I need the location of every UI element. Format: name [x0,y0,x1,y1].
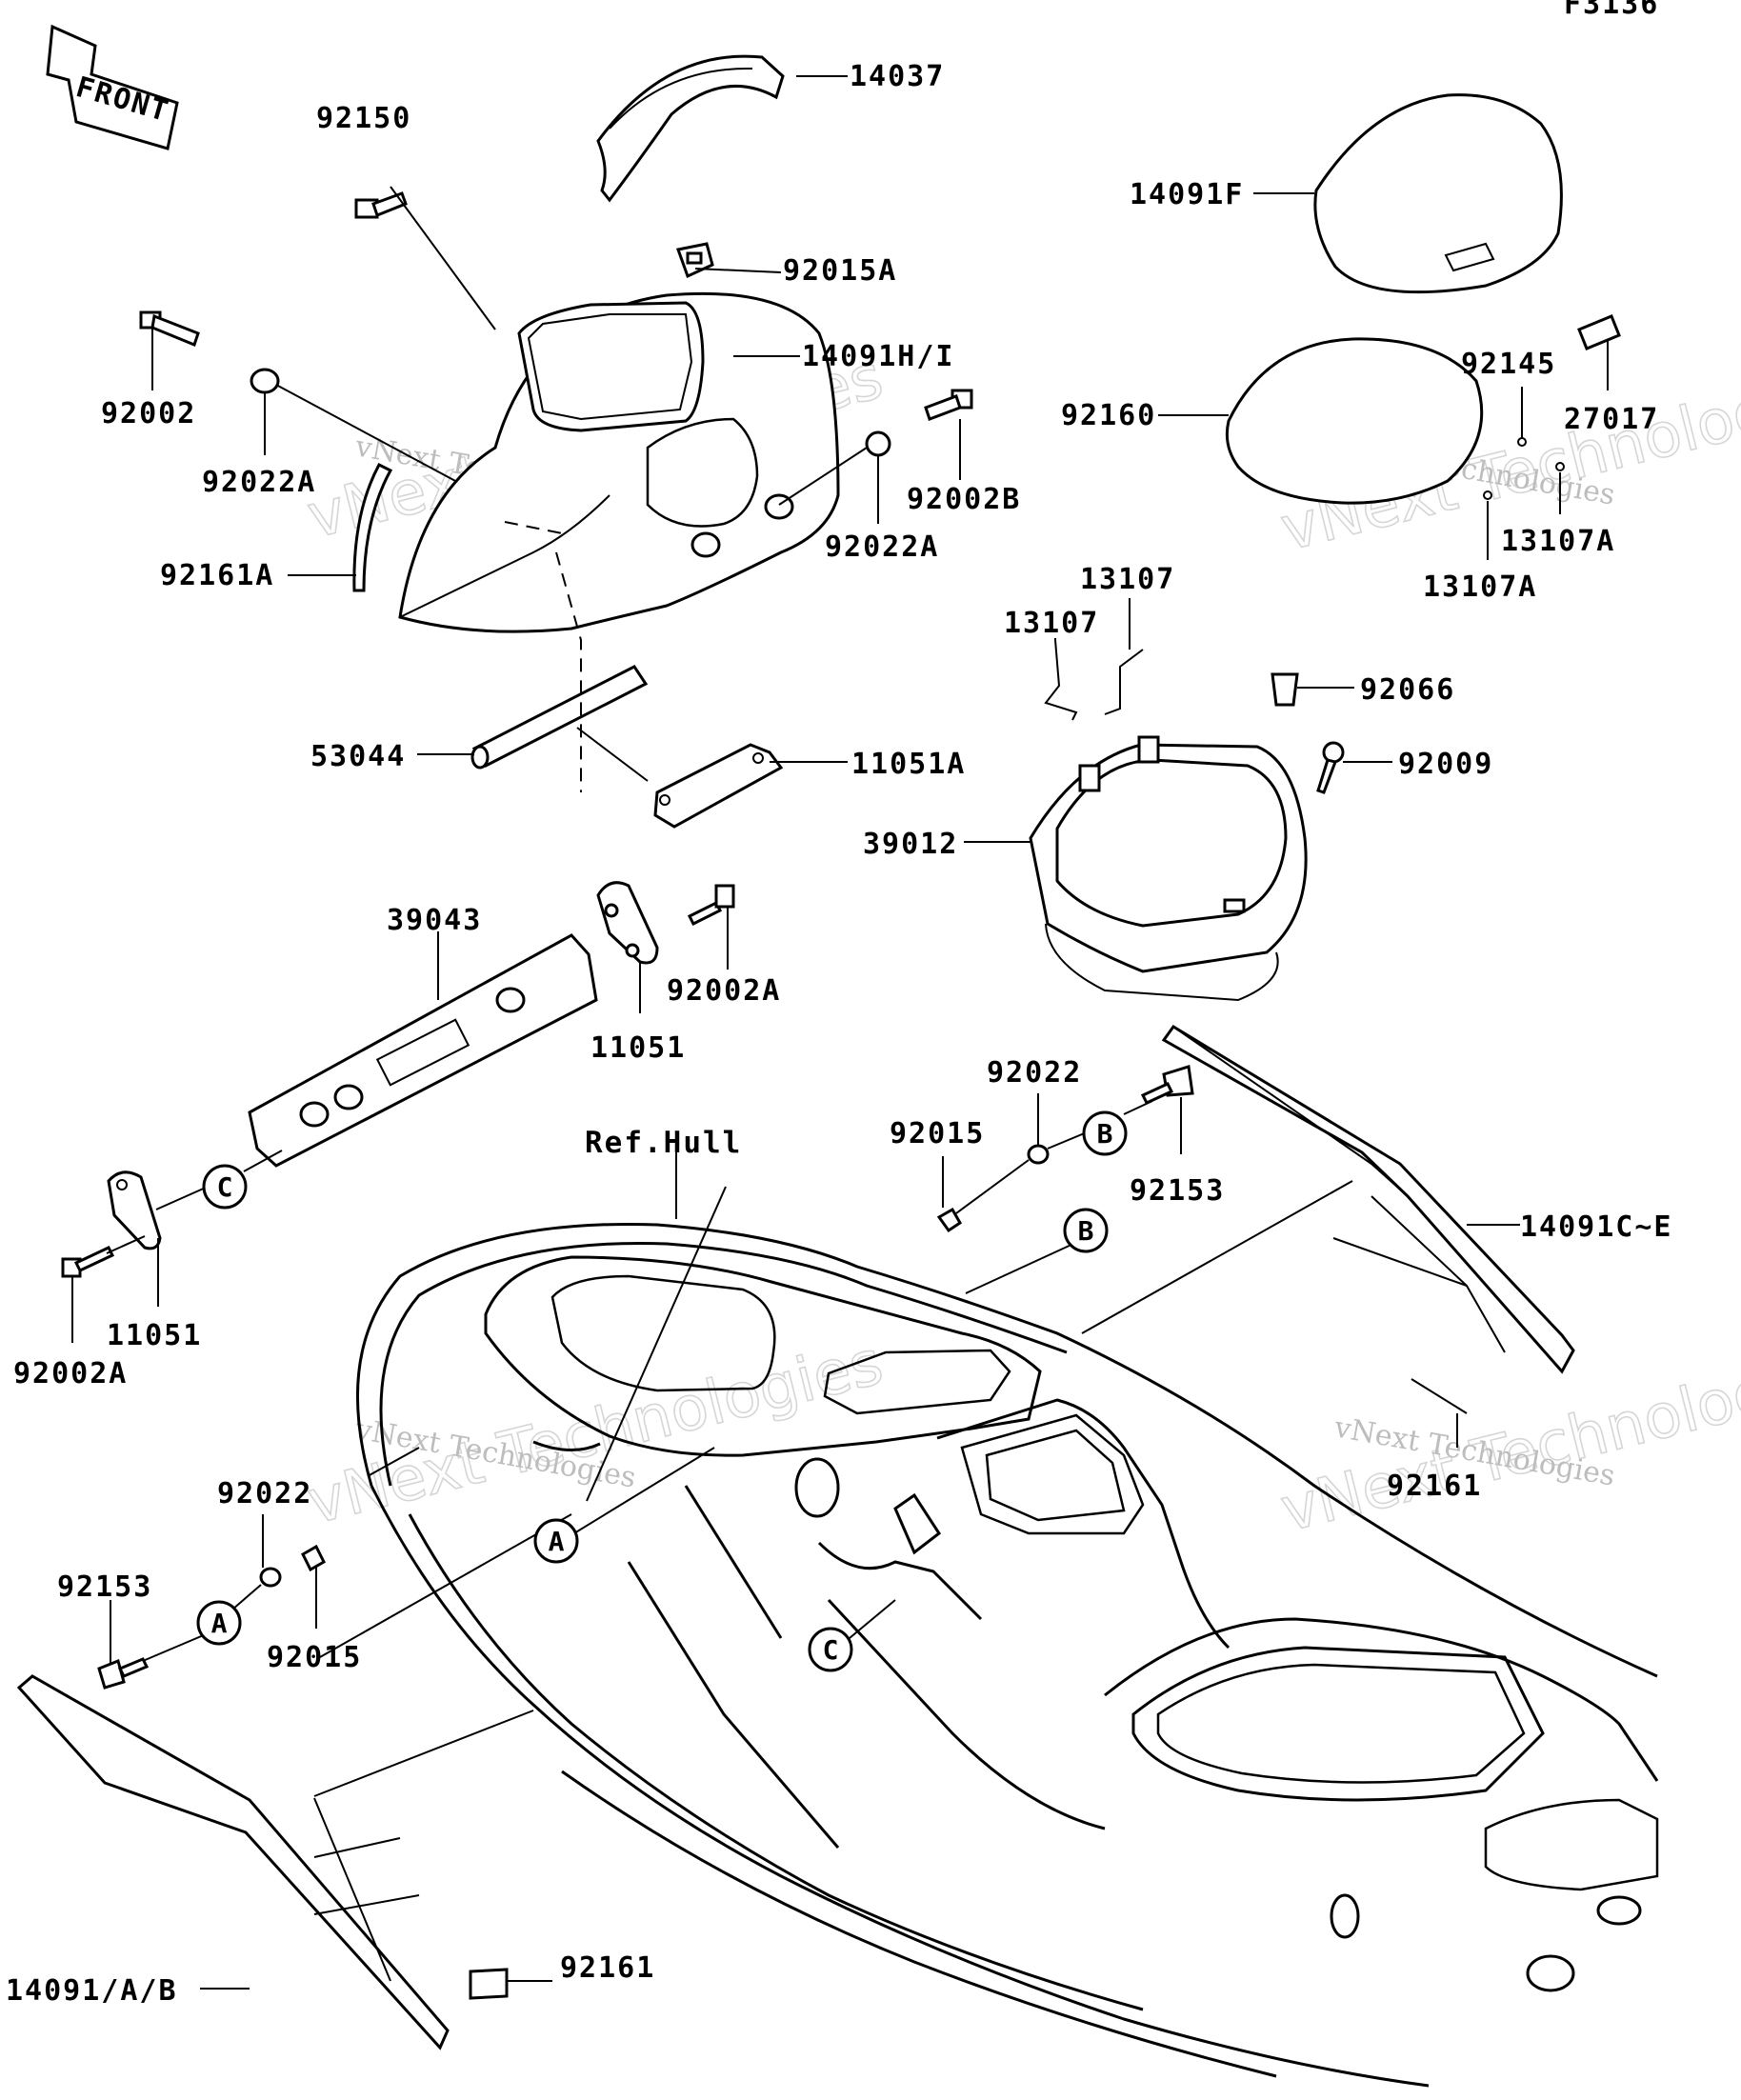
label-14091AB: 14091/A/B [6,1974,178,2008]
part-92015-nut-top [936,1207,962,1233]
part-92002A-bolt-left [61,1246,115,1278]
label-92002: 92002 [101,397,196,430]
label-92015-bottom: 92015 [267,1641,362,1674]
part-92002B-bolt [924,389,973,421]
label-92022A-right: 92022A [825,530,939,564]
front-arrow: FRONT [46,24,179,150]
callout-B-hull: B [1063,1208,1109,1253]
label-39012: 39012 [863,828,958,861]
label-92022A-left: 92022A [202,466,316,499]
label-13107A-right: 13107A [1501,525,1615,558]
svg-text:B: B [1078,1215,1094,1247]
part-92015A-clip [676,242,714,279]
part-92015-nut-bottom [301,1544,326,1572]
label-11051A: 11051A [851,748,966,781]
svg-text:A: A [211,1608,228,1639]
leader-lines [71,75,1609,1990]
svg-text:B: B [1097,1118,1113,1150]
part-92150-bolt [354,191,408,219]
part-92161-strip-bottom [469,1968,509,2000]
part-11051-bracket-left [107,1170,162,1250]
callout-A-hull: A [533,1518,579,1564]
label-92015-top: 92015 [890,1117,985,1150]
svg-text:A: A [549,1526,565,1557]
part-92161A-strip [352,463,393,592]
part-14037-handle-cover [596,54,785,203]
callout-B-top: B [1082,1110,1128,1156]
part-92022-washer-bottom [259,1567,282,1588]
label-11051-left: 11051 [107,1319,202,1352]
label-14091HI: 14091H/I [802,340,955,373]
part-14091HI-console-cover [398,291,840,633]
part-92153-bolt-bottom [97,1657,150,1690]
part-14091F-cover [1313,93,1563,294]
callout-C-top: C [202,1164,248,1210]
part-labels: 14037 92150 92015A 14091H/I 92002 92022A… [6,60,1673,2008]
part-39012-storage-bucket [1029,735,1308,1002]
label-92022-top: 92022 [987,1056,1082,1090]
callout-C-hull: C [808,1627,853,1672]
callout-A-bottom: A [196,1600,242,1646]
part-92022-washer-top [1027,1144,1050,1165]
part-92160-pad [1225,337,1484,505]
part-14091CE-side-panel-right [1161,1024,1575,1374]
label-11051-top: 11051 [590,1031,686,1065]
label-92161-bottom: 92161 [560,1951,655,1985]
diagram-code: F3136 [1564,0,1659,21]
label-92150: 92150 [316,102,411,135]
label-92002B: 92002B [907,483,1021,516]
svg-text:C: C [217,1171,233,1203]
label-92015A: 92015A [783,254,897,288]
part-11051A-bracket [653,743,784,829]
label-92066: 92066 [1360,673,1455,707]
dashed-guides [504,521,582,792]
label-92161-right: 92161 [1387,1470,1482,1503]
label-ref-hull: Ref.Hull [585,1126,742,1160]
label-14037: 14037 [850,60,945,93]
label-13107-right: 13107 [1080,563,1175,596]
callouts: C B B A A C [196,1110,1128,1672]
part-11051-bracket-top [596,881,659,965]
part-39043-plate [248,933,598,1168]
part-92161-strip-right [1411,1378,1468,1414]
part-92002-bolt [139,310,200,347]
label-53044: 53044 [310,740,406,773]
watermark-bottom-right: vNext Technologies vNext Technologies [1273,1334,1741,1547]
label-92002A-top: 92002A [667,974,781,1008]
label-27017: 27017 [1564,403,1659,436]
ref-hull [355,1223,1659,2088]
label-92153-bottom: 92153 [57,1570,152,1604]
part-27017-clip [1577,314,1621,350]
label-14091CE: 14091C~E [1520,1210,1673,1244]
part-92002A-bolt-top [687,884,735,927]
part-92066-grommet [1271,672,1299,707]
label-13107A-bottom: 13107A [1423,570,1537,604]
part-14091AB-side-panel-left [16,1674,450,2050]
label-92153-top: 92153 [1130,1174,1225,1208]
label-92160: 92160 [1061,399,1156,432]
label-92002A-left: 92002A [13,1357,128,1390]
part-13107-wire-clips [1044,639,1144,721]
part-92009-screw [1316,741,1345,794]
label-13107-left: 13107 [1004,607,1099,640]
part-92022A-washer-left [250,368,280,394]
label-92009: 92009 [1398,748,1493,781]
label-14091F: 14091F [1130,178,1244,211]
svg-text:C: C [823,1634,839,1666]
label-92145: 92145 [1461,348,1556,381]
label-92161A: 92161A [160,559,274,592]
part-92153-bolt-top [1140,1065,1194,1105]
part-53044-tube [470,665,649,770]
label-92022-bottom: 92022 [217,1477,312,1510]
part-92022A-washer-right [865,430,891,457]
label-39043: 39043 [387,904,482,937]
